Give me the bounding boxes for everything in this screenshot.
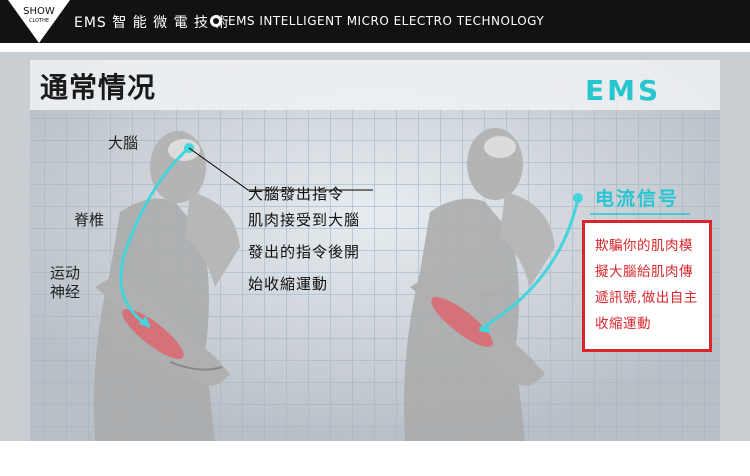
nerve-path [119, 146, 190, 329]
ems-text-line-3: 遞訊號,做出自主 [595, 290, 698, 306]
header-title-cn: EMS 智 能 微 電 技 術 [74, 15, 230, 31]
bullet-icon [210, 15, 222, 27]
page-title: 通常情况 [40, 71, 157, 104]
nerve-arrow-icon [139, 316, 150, 327]
show-clothe-logo: SHOW CLOTHE [8, 0, 70, 43]
top-header-bar: SHOW CLOTHE EMS 智 能 微 電 技 術 EMS INTELLIG… [0, 0, 750, 43]
main-illustration: 通常情况 EMS 大腦 脊椎 运动 神经 大腦發出指令 肌肉接受到大腦 發出的指… [0, 52, 750, 441]
current-path [479, 197, 580, 331]
ems-text-line-1: 欺騙你的肌肉模 [595, 238, 693, 254]
callout-line [188, 147, 373, 191]
muscle-icon [122, 309, 184, 359]
muscle-ems-icon [431, 297, 493, 347]
brain-icon [168, 139, 200, 161]
brand-logo: EMS [585, 74, 662, 107]
logo-text-bottom: CLOTHE [29, 18, 49, 24]
bottom-blank-strip [0, 441, 750, 476]
current-arrow-icon [478, 323, 490, 333]
normal-text-line-1: 大腦發出指令 [248, 185, 345, 203]
ems-description-box: 欺騙你的肌肉模 擬大腦給肌肉傳 遞訊號,做出自主 收縮運動 [582, 220, 712, 352]
label-motor-nerve-1: 运动 [50, 264, 81, 282]
label-motor-nerve-2: 神经 [50, 283, 81, 301]
normal-text-line-2: 肌肉接受到大腦 [248, 211, 361, 229]
normal-text-line-4: 始收縮運動 [248, 275, 329, 293]
logo-text-top: SHOW [23, 6, 55, 17]
current-signal-tag: 电流信号 [595, 188, 680, 210]
figure-ems [404, 128, 555, 441]
normal-text-line-3: 發出的指令後開 [248, 243, 361, 261]
header-title-en: EMS INTELLIGENT MICRO ELECTRO TECHNOLOGY [228, 14, 545, 28]
ems-text-line-4: 收縮運動 [595, 316, 651, 332]
ems-text-line-2: 擬大腦給肌肉傳 [595, 264, 693, 280]
label-brain: 大腦 [108, 134, 139, 152]
current-source-dot [573, 193, 583, 203]
label-spine: 脊椎 [74, 211, 105, 229]
